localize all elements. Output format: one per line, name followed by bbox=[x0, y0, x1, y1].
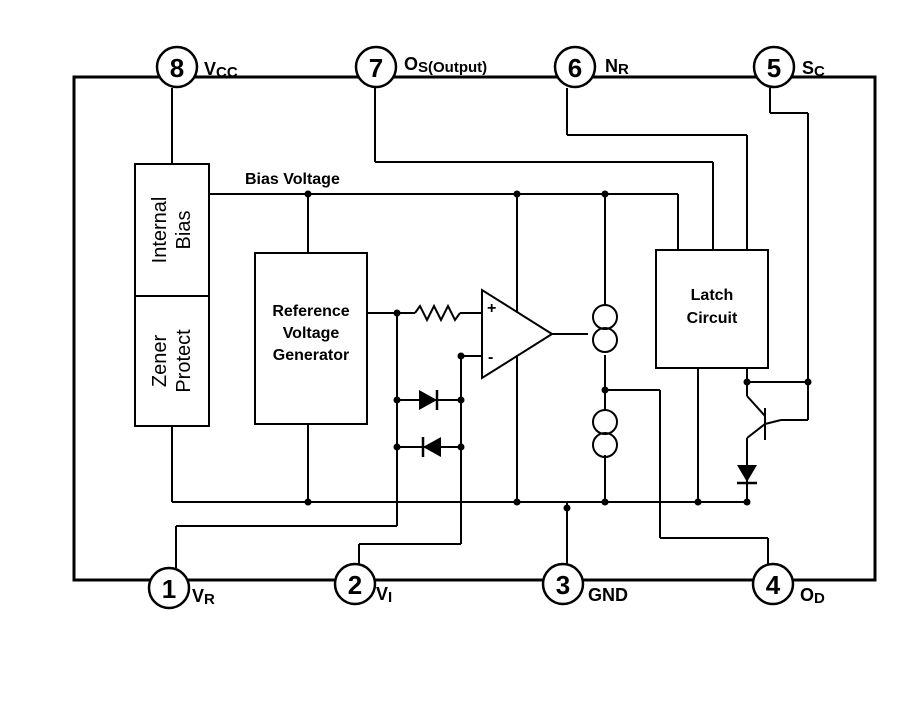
internal-bias-label-2: Bias bbox=[173, 211, 195, 250]
zener-protect-block bbox=[134, 295, 210, 427]
latch-label-2: Circuit bbox=[687, 310, 738, 327]
pin-8-number: 8 bbox=[170, 53, 184, 83]
current-source-lower bbox=[592, 409, 618, 435]
pin-7: 7 OS(Output) bbox=[354, 45, 487, 89]
pin-5-number: 5 bbox=[767, 53, 781, 83]
pin-7-number: 7 bbox=[369, 53, 383, 83]
package-outline bbox=[72, 75, 877, 582]
pin-1: 1 VR bbox=[147, 566, 215, 610]
pin-7-label: OS(Output) bbox=[404, 54, 487, 76]
opamp-minus-sign: - bbox=[488, 349, 493, 366]
pin-5-label: SC bbox=[802, 58, 825, 80]
pin-5: 5 SC bbox=[752, 45, 825, 89]
reference-label-1: Reference bbox=[272, 303, 349, 320]
zener-protect-label-1: Zener bbox=[149, 335, 171, 388]
pin-4: 4 OD bbox=[751, 562, 825, 607]
zener-protect-label-2: Protect bbox=[173, 329, 195, 393]
pin-2: 2 VI bbox=[333, 562, 392, 606]
latch-circuit-block bbox=[655, 249, 769, 369]
pin-2-number: 2 bbox=[348, 570, 362, 600]
pin-6: 6 NR bbox=[553, 45, 629, 89]
reference-label-3: Generator bbox=[273, 347, 349, 364]
bias-voltage-label: Bias Voltage bbox=[245, 171, 340, 188]
pin-2-label: VI bbox=[376, 584, 392, 606]
reference-label-2: Voltage bbox=[283, 325, 340, 342]
pin-6-number: 6 bbox=[568, 53, 582, 83]
diode-protect bbox=[737, 465, 757, 485]
current-source-upper bbox=[592, 304, 618, 330]
pin-3-number: 3 bbox=[556, 570, 570, 600]
diode-upper bbox=[419, 390, 439, 410]
comparator bbox=[481, 288, 554, 380]
pin-3-label: GND bbox=[588, 585, 628, 605]
pin-1-label: VR bbox=[192, 586, 215, 608]
pin-3: 3 GND bbox=[541, 562, 628, 606]
opamp-plus-sign: + bbox=[487, 300, 496, 317]
pin-8-label: VCC bbox=[204, 59, 238, 81]
pin-4-number: 4 bbox=[766, 570, 781, 600]
pin-6-label: NR bbox=[605, 56, 629, 78]
latch-label-1: Latch bbox=[691, 287, 734, 304]
internal-bias-label-1: Internal bbox=[149, 197, 171, 264]
pin-1-number: 1 bbox=[162, 574, 176, 604]
pin-8: 8 VCC bbox=[155, 45, 238, 89]
reference-voltage-block bbox=[254, 252, 368, 425]
internal-bias-block bbox=[134, 163, 210, 297]
diode-lower bbox=[421, 437, 441, 457]
pin-4-label: OD bbox=[800, 585, 825, 607]
